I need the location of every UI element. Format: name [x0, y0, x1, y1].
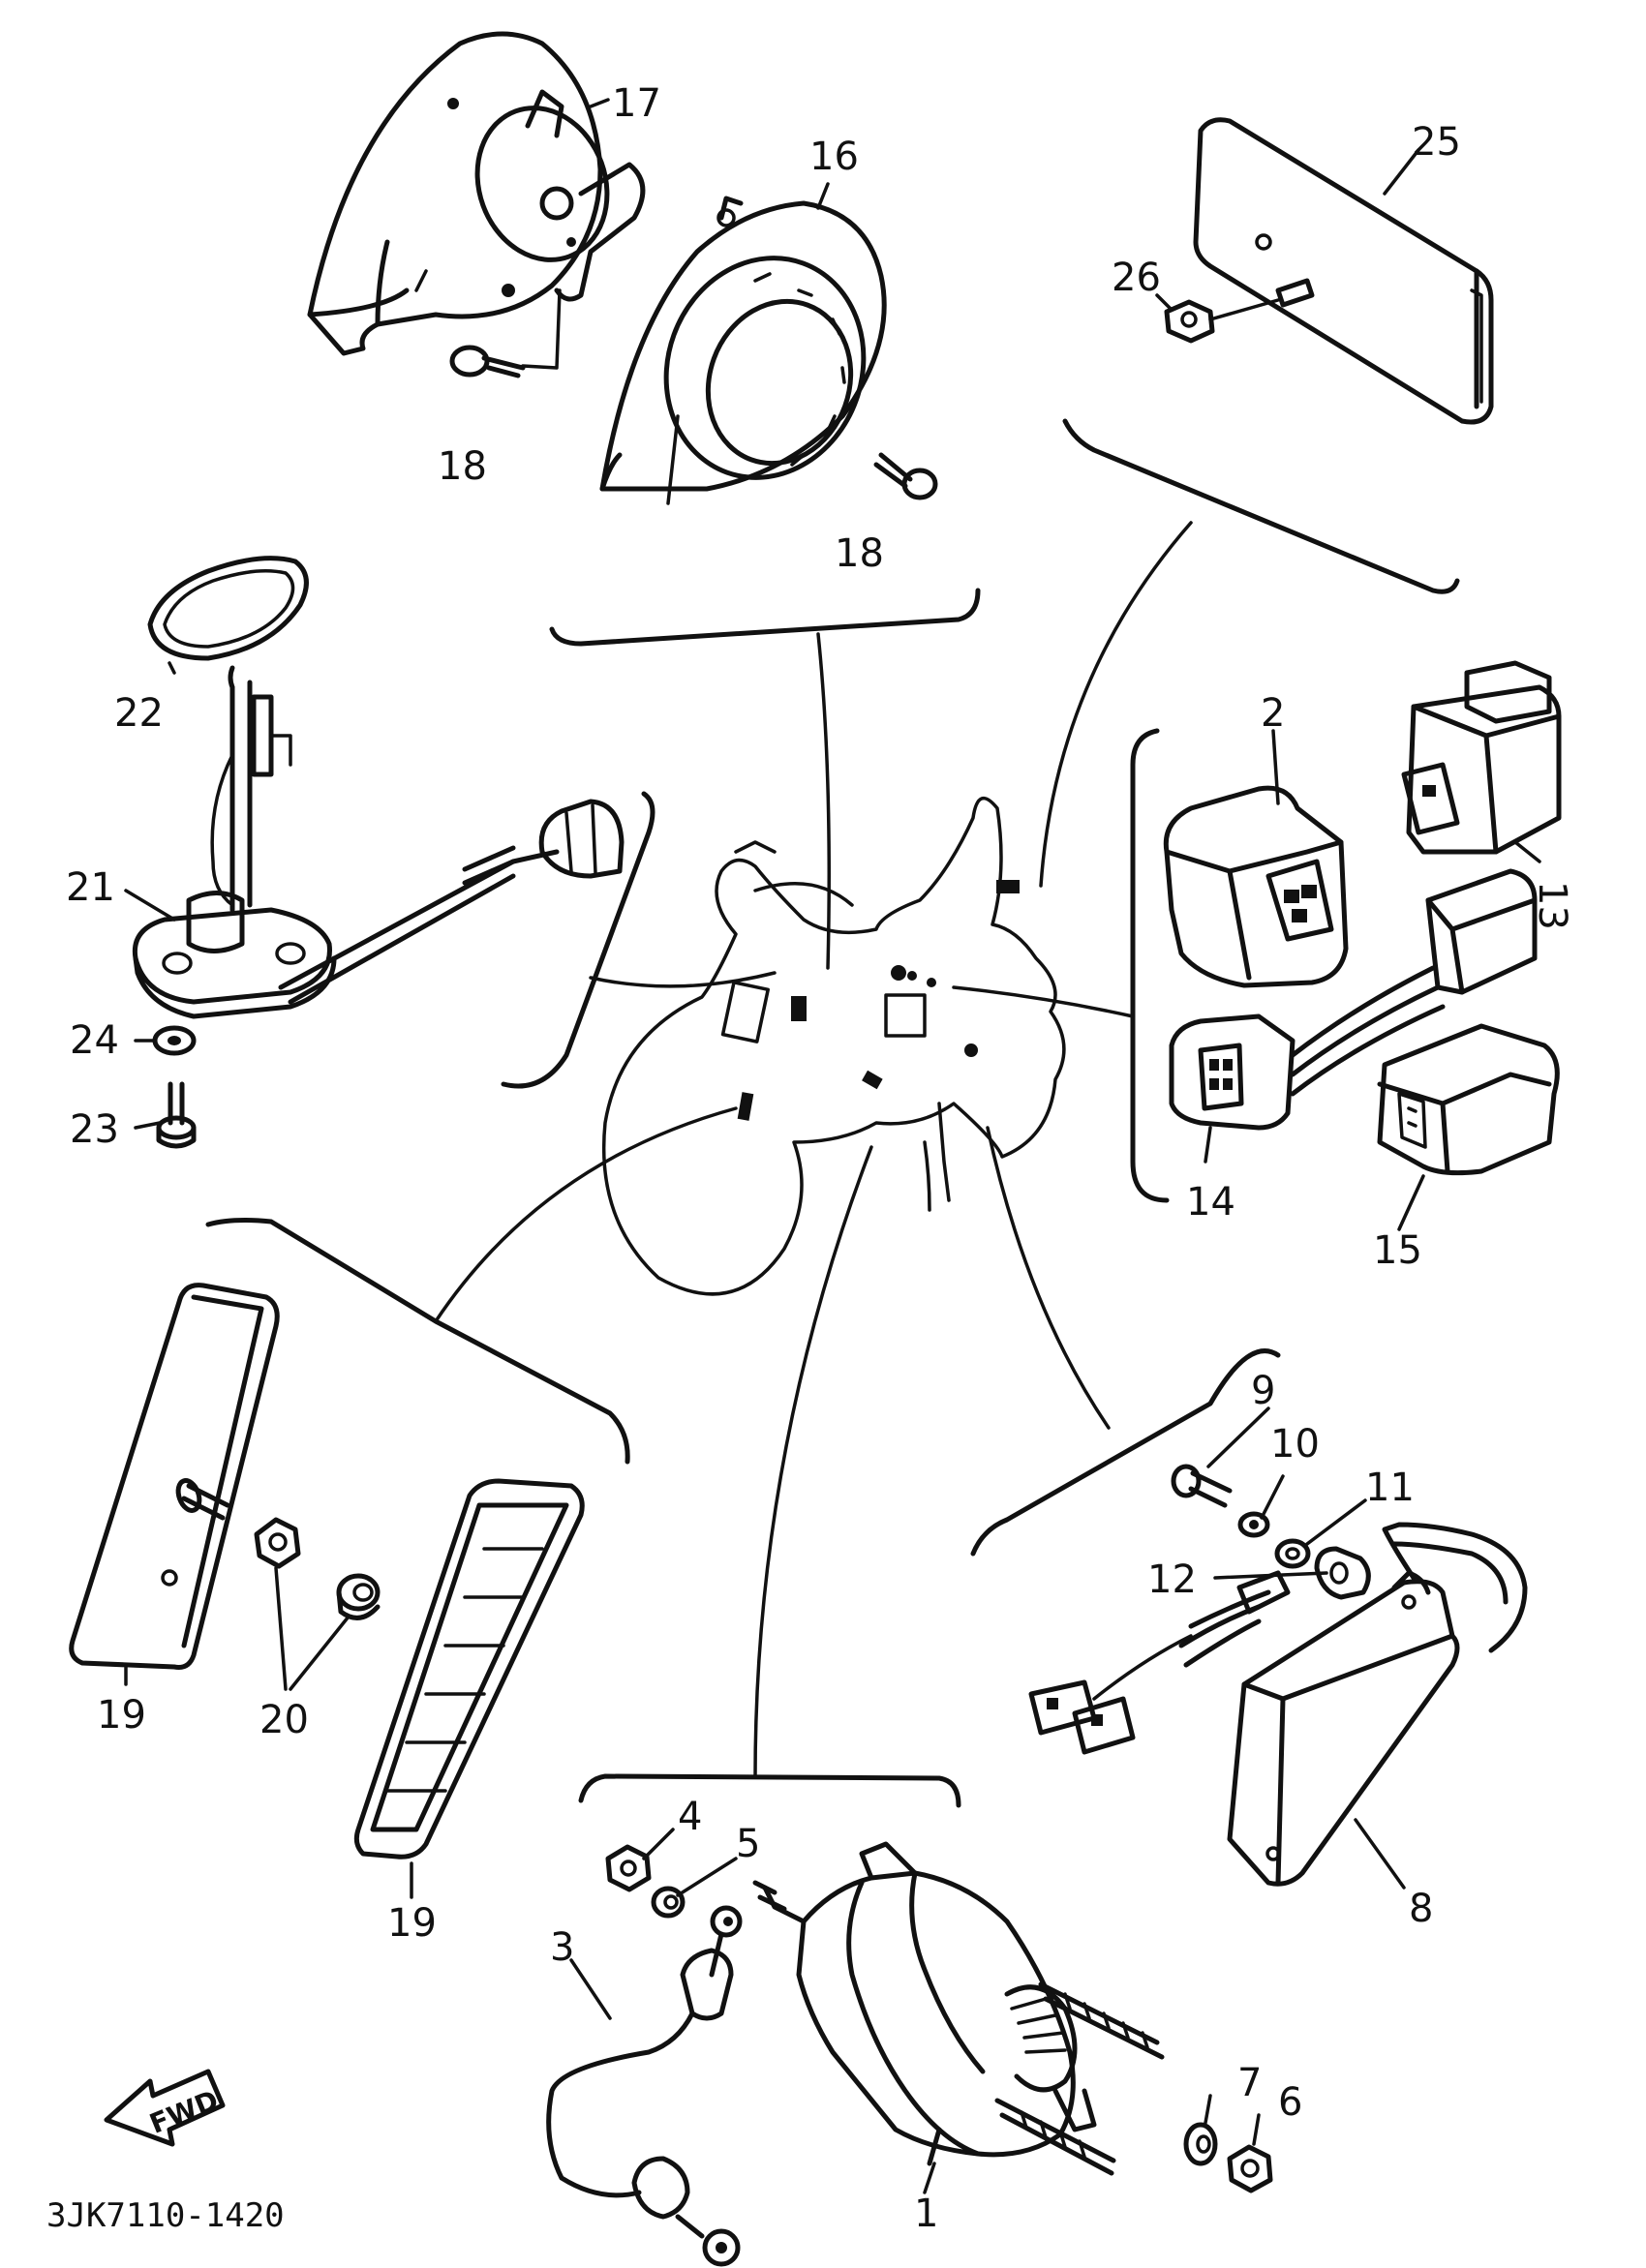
callout-18: 18: [438, 444, 487, 489]
plate-part-25: [1193, 117, 1494, 425]
fuel-sender-part-21: [132, 665, 625, 1019]
washer-part-5: [651, 1886, 686, 1919]
washer-part-10: [1237, 1511, 1270, 1538]
callout-labels: 17 16 18 18 25 26 22 21 24 23 2 13 14 15…: [66, 81, 1574, 2236]
callout-21: 21: [66, 865, 115, 910]
relay-part-2: [1163, 785, 1349, 988]
callout-9: 9: [1251, 1369, 1275, 1413]
washer-part-24: [152, 1025, 197, 1056]
callout-10: 10: [1270, 1422, 1320, 1467]
connector-part-14: [1169, 868, 1538, 1131]
callout-24: 24: [70, 1018, 119, 1063]
callout-23: 23: [70, 1107, 119, 1152]
callout-25: 25: [1412, 120, 1461, 165]
screw-part-23: [156, 1081, 197, 1149]
relay-part-13: [1401, 660, 1562, 855]
callout-16: 16: [809, 135, 859, 179]
reflector-part-19-left: [69, 1283, 280, 1670]
washer-part-7: [1183, 2122, 1218, 2166]
nut-part-20: [254, 1517, 381, 1691]
motorcycle-outline: [601, 796, 1066, 1296]
callout-6: 6: [1278, 2080, 1302, 2125]
callout-20: 20: [259, 1698, 309, 1742]
callout-1: 1: [914, 2192, 938, 2236]
callout-18: 18: [835, 531, 884, 576]
connector-part-15: [1377, 1023, 1560, 1176]
callout-12: 12: [1147, 1557, 1197, 1602]
callout-8: 8: [1409, 1887, 1433, 1931]
callout-11: 11: [1365, 1466, 1415, 1510]
lead-wire-part-3: [546, 1905, 743, 2267]
bolt-part-9: [1171, 1464, 1233, 1508]
reflector-part-19-right: [353, 1478, 585, 1860]
callout-14: 14: [1186, 1180, 1235, 1225]
callout-2: 2: [1261, 691, 1285, 736]
callout-15: 15: [1373, 1228, 1422, 1273]
callout-5: 5: [736, 1822, 760, 1866]
forward-arrow-icon: FWD: [104, 2069, 226, 2147]
callout-19: 19: [387, 1901, 437, 1946]
starter-relay-part-1: [752, 1841, 1165, 2176]
horn-part-16: [599, 196, 887, 505]
collar-part-11: [1274, 1538, 1311, 1569]
callout-3: 3: [550, 1925, 574, 1970]
nut-part-26: [1164, 298, 1280, 344]
callout-7: 7: [1237, 2061, 1262, 2105]
callout-17: 17: [612, 81, 661, 126]
grommet-part-12: [1314, 1546, 1371, 1600]
callout-22: 22: [114, 691, 164, 736]
nut-part-6: [1227, 2144, 1273, 2193]
rectifier-part-8: [1028, 1522, 1528, 1887]
callout-19: 19: [97, 1693, 146, 1738]
bolt-part-18-left: [449, 288, 562, 378]
horn-part-17: [307, 31, 646, 356]
gasket-part-22: [147, 556, 309, 661]
callout-leaders: [124, 98, 1541, 2194]
callout-4: 4: [678, 1795, 702, 1839]
nut-part-4: [605, 1844, 652, 1892]
callout-13: 13: [1530, 881, 1574, 930]
bolt-part-18-right: [873, 452, 938, 500]
callout-26: 26: [1112, 256, 1161, 300]
group-brackets: [205, 418, 1460, 1808]
catalog-code: 3JK7110-1420: [46, 2196, 285, 2235]
